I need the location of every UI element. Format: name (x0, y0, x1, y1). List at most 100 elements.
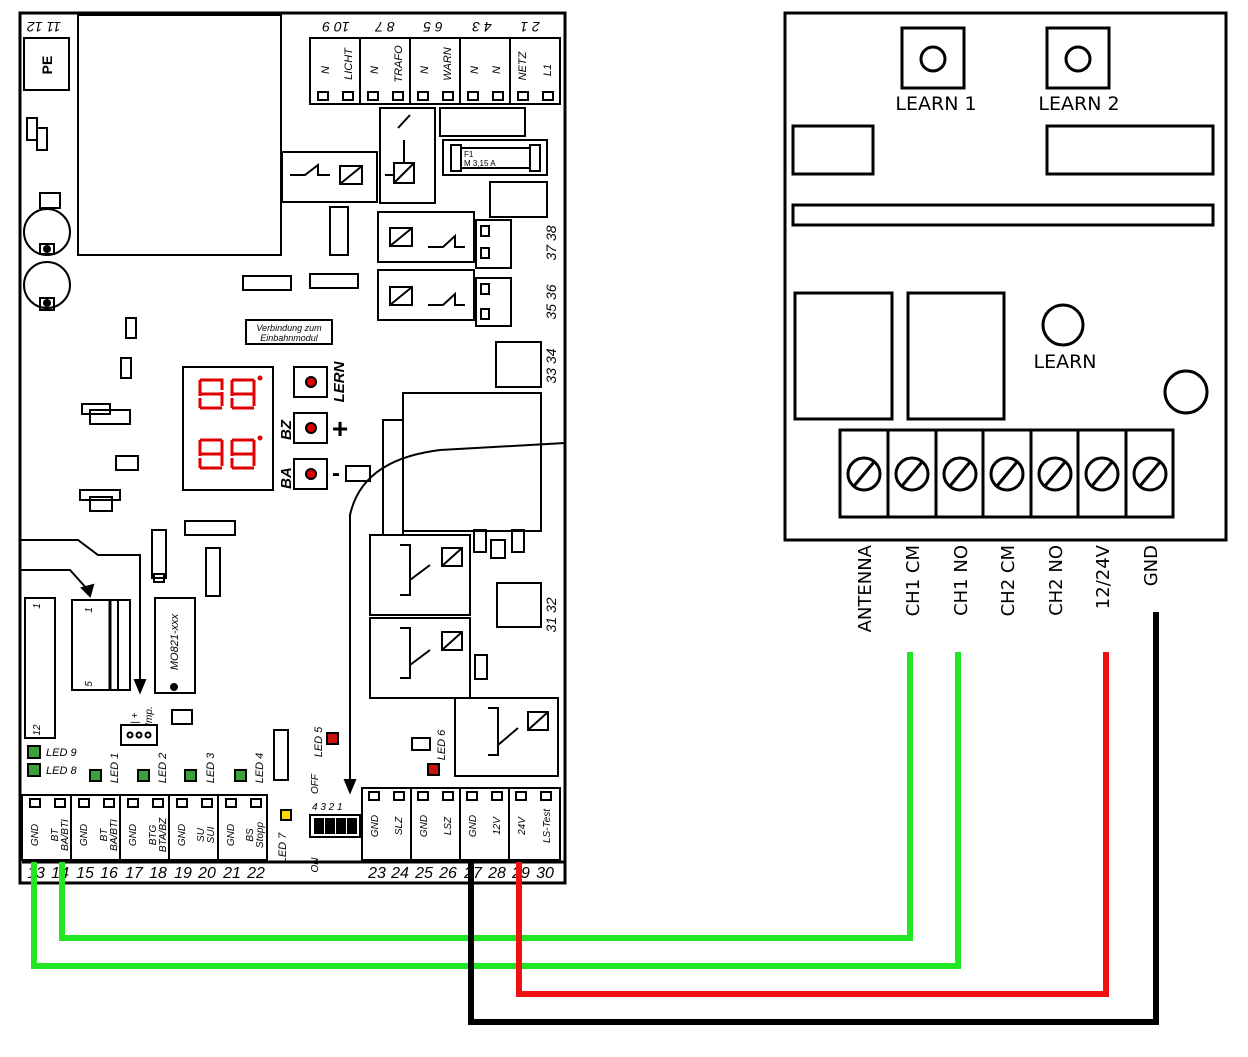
led-3 (184, 769, 197, 782)
top-term-label-n-1: N (320, 66, 332, 74)
bottom-number-26: 26 (438, 865, 457, 882)
terminal-screw[interactable] (846, 456, 882, 492)
seven-segment-digits (198, 378, 256, 470)
term-label-bt: BTBA/BTI (50, 819, 71, 851)
term-label-gnd: GND (177, 824, 188, 846)
minus-button-dot (305, 468, 317, 480)
term-label-ls-test: LS-Test (542, 808, 553, 843)
dip-off-label: OFF (310, 773, 321, 794)
connector-pin-12: 12 (32, 724, 43, 736)
learn1-button[interactable] (900, 26, 966, 90)
learn1-label: LEARN 1 (895, 93, 976, 115)
antenna-strip (791, 203, 1215, 227)
segment-dot (257, 435, 263, 441)
component-small (473, 529, 487, 553)
bottom-number-15: 15 (76, 865, 94, 882)
term-label-gnd: GND (79, 824, 90, 846)
lern-label: LERN (331, 360, 348, 402)
plus-button[interactable] (293, 412, 328, 444)
terminal-screw[interactable] (1084, 456, 1120, 492)
wire-14-to-ch1-cm (59, 652, 913, 941)
lern-button[interactable] (293, 366, 328, 398)
receiver-terminal-label: 12/24V (1093, 544, 1114, 609)
receiver-terminal-label: CH2 NO (1046, 545, 1067, 616)
relay-coil-line (527, 711, 549, 731)
top-term-label-n-5: N (491, 66, 503, 74)
component-small (309, 273, 359, 289)
component-small (89, 409, 131, 425)
top-term-label-warn: WARN (442, 47, 454, 80)
side-number-37-38: 37 38 (543, 225, 559, 260)
led-2-label: LED 2 (157, 753, 169, 784)
side-number-33-34: 33 34 (543, 348, 559, 383)
receiver-terminal-label: ANTENNA (855, 544, 876, 632)
side-number-31-32: 31 32 (543, 597, 559, 632)
component-small (474, 654, 488, 680)
component-small (39, 192, 61, 209)
terminal-screw-slot (1043, 461, 1067, 487)
receiver-terminal-label: CH1 CM (903, 545, 924, 616)
jumper-pin (144, 731, 152, 739)
led-8-label: LED 8 (46, 765, 77, 777)
terminal-screw[interactable] (989, 456, 1025, 492)
module-slot (71, 599, 131, 691)
component-small (242, 275, 292, 291)
arrow-head (343, 779, 357, 795)
relay-contact (409, 564, 431, 581)
receiver-terminal-label: GND (1141, 545, 1162, 586)
top-number-4-3: 4 3 (472, 19, 492, 35)
component-small (89, 496, 113, 512)
terminal-screw[interactable] (1037, 456, 1073, 492)
ic-chip (205, 547, 221, 597)
component-small (345, 465, 371, 482)
pe-label: PE (39, 56, 55, 75)
term-label-gnd: GND (419, 815, 430, 837)
dip-switch[interactable] (309, 814, 361, 838)
component-square (496, 582, 542, 628)
term-label-gnd: GND (226, 824, 237, 846)
learn2-button-knob (1064, 45, 1092, 73)
top-number-11-12: 11 12 (27, 19, 61, 35)
imp-jumper[interactable] (120, 724, 158, 746)
imp-symbol: | + (130, 712, 141, 723)
bottom-terminal-labels: GND BTBA/BTI GND BTBA/BTI GND BTGBTA/BZ … (30, 808, 553, 852)
wire-27-to-gnd (468, 612, 1159, 1025)
bottom-number-28: 28 (487, 865, 506, 882)
ba-label: BA (278, 467, 295, 489)
component-small (153, 573, 165, 583)
minus-button[interactable] (293, 458, 328, 490)
bottom-number-22: 22 (246, 865, 265, 882)
module-mo821 (154, 597, 196, 694)
led-8 (27, 763, 41, 777)
led-5-label: LED 5 (313, 726, 325, 757)
bz-label: BZ (278, 419, 295, 440)
relay-coil-line (441, 631, 463, 651)
module-label: MO821-xxx (169, 613, 181, 670)
learn1-button-knob (919, 45, 947, 73)
side-number-35-36: 35 36 (543, 284, 559, 319)
relay-lower-2 (369, 617, 471, 699)
learn2-button[interactable] (1045, 26, 1111, 90)
dip-switch-toggle[interactable] (336, 818, 346, 834)
top-number-10-9: 10 9 (322, 19, 349, 35)
led-1 (89, 769, 102, 782)
heatsink-box (402, 392, 542, 532)
component-small (490, 539, 506, 559)
dip-switch-toggle[interactable] (325, 818, 335, 834)
led-4 (234, 769, 247, 782)
bottom-number-18: 18 (149, 865, 167, 882)
relay-lower-3 (454, 697, 559, 777)
wire-thin (20, 539, 141, 690)
component-small (39, 243, 55, 255)
dip-switch-toggle[interactable] (314, 818, 324, 834)
bottom-number-25: 25 (414, 865, 433, 882)
terminal-screw[interactable] (942, 456, 978, 492)
terminal-screw[interactable] (894, 456, 930, 492)
terminal-screw[interactable] (1132, 456, 1168, 492)
component-small (171, 709, 193, 725)
top-term-label-n-3: N (419, 66, 431, 74)
top-term-label-n-4: N (469, 66, 481, 74)
dip-switch-toggle[interactable] (347, 818, 357, 834)
top-term-label-l1: L1 (542, 64, 554, 76)
top-term-label-trafo: TRAFO (393, 45, 405, 83)
